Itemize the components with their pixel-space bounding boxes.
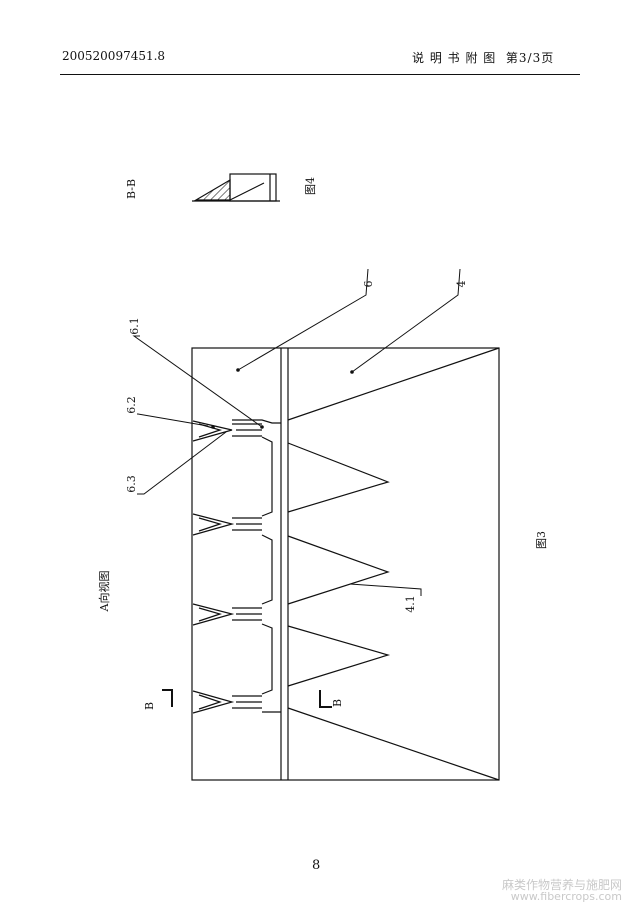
label-6-3: 6.3 — [125, 475, 138, 493]
header-rule — [60, 74, 580, 75]
tooth-1 — [287, 442, 390, 513]
tooth-3 — [287, 625, 391, 687]
label-6-1: 6.1 — [128, 317, 141, 335]
fig3-leaders — [132, 268, 461, 596]
blade-unit-4 — [192, 690, 262, 714]
section-markers — [162, 689, 332, 708]
fig3-edge-top — [287, 347, 500, 421]
page-number: 8 — [312, 858, 321, 873]
page-indicator: 第3/3页 — [505, 51, 555, 65]
label-6: 6 — [362, 281, 375, 288]
section-mark-right: B — [331, 699, 344, 707]
fig3-frame — [191, 347, 500, 781]
fig4-section-label: B-B — [125, 179, 138, 199]
fig3-caption: 图3 — [535, 531, 548, 549]
fig4-caption: 图4 — [304, 177, 317, 195]
blade-unit-3 — [192, 603, 262, 626]
reference-dots — [211, 368, 354, 429]
fig3-connectors — [232, 419, 281, 713]
fig4-section-view — [192, 173, 280, 202]
fig3-edge-bottom — [287, 707, 500, 781]
watermark-url: www.fibercrops.com — [510, 890, 622, 903]
header-title: 说 明 书 附 图 第3/3页 — [412, 49, 554, 66]
section-mark-left: B — [143, 702, 156, 710]
fig3-teeth — [287, 442, 391, 687]
tooth-2 — [287, 535, 390, 605]
fig3-blade-units — [192, 420, 262, 714]
blade-unit-2 — [192, 513, 262, 536]
fig4-block — [229, 173, 277, 202]
patent-number: 200520097451.8 — [62, 49, 166, 63]
blade-unit-1 — [192, 420, 262, 442]
label-4-1: 4.1 — [404, 595, 417, 613]
label-6-2: 6.2 — [125, 396, 138, 414]
fig3-view-label: A向视图 — [97, 571, 111, 613]
doc-title: 说 明 书 附 图 — [412, 51, 497, 65]
watermark-text: 麻类作物营养与施肥网 — [501, 878, 622, 892]
fig4-hatched-wedge — [193, 178, 231, 201]
label-4: 4 — [455, 281, 468, 288]
